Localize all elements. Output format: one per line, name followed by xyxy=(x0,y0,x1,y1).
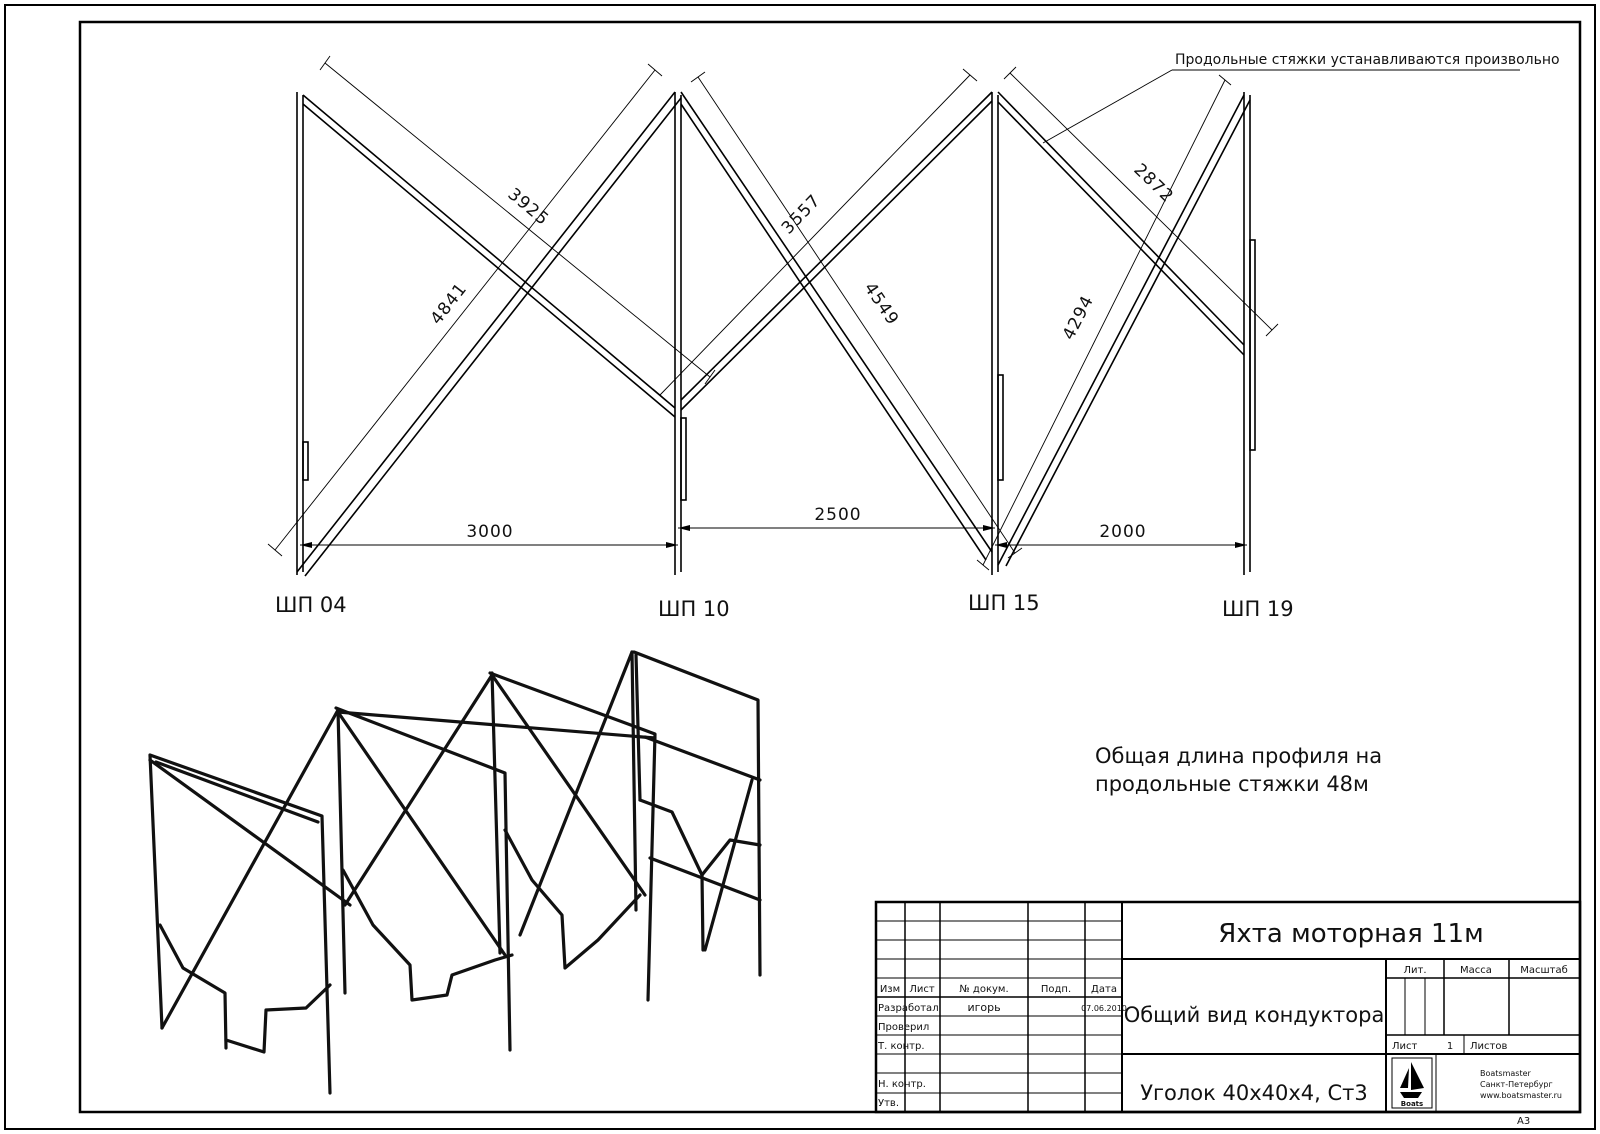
mass-label: Масса xyxy=(1460,965,1492,976)
format-label: А3 xyxy=(1517,1116,1530,1127)
sheets-label: Листов xyxy=(1470,1041,1507,1052)
company-city: Санкт-Петербург xyxy=(1480,1080,1553,1089)
date-value: 07.06.2010 xyxy=(1081,1004,1127,1013)
project-title: Яхта моторная 11м xyxy=(1218,919,1483,949)
dim-diag-3925: 3925 xyxy=(504,184,553,230)
frame-label-shp10: ШП 10 xyxy=(658,597,730,621)
col-signature: Подп. xyxy=(1041,984,1071,995)
outer-border xyxy=(4,4,1596,1130)
col-date: Дата xyxy=(1091,984,1117,995)
boatsmaster-logo: Boats xyxy=(1391,1057,1433,1109)
brace-diagonals xyxy=(296,91,1251,577)
iso-frame-2 xyxy=(336,708,347,995)
dim-diag-4294: 4294 xyxy=(1059,292,1098,343)
profile-note-line1: Общая длина профиля на xyxy=(1095,744,1382,768)
company-name: Boatsmaster xyxy=(1480,1069,1532,1078)
dimension-lines xyxy=(267,55,1520,571)
frame-post-shp04 xyxy=(296,92,309,575)
role-tech-control: Т. контр. xyxy=(877,1041,925,1052)
frame-post-shp10 xyxy=(674,92,687,575)
isometric-view xyxy=(148,650,762,1095)
frame-label-shp19: ШП 19 xyxy=(1222,597,1294,621)
dim-diag-4841: 4841 xyxy=(427,279,472,329)
title-block-text: Яхта моторная 11м Общий вид кондуктора У… xyxy=(877,919,1568,1127)
profile-note-line2: продольные стяжки 48м xyxy=(1095,772,1369,796)
top-view xyxy=(267,55,1520,577)
role-approved: Утв. xyxy=(878,1098,899,1109)
lit-label: Лит. xyxy=(1403,965,1426,976)
scale-label: Масштаб xyxy=(1520,965,1568,976)
role-norm-control: Н. контр. xyxy=(878,1079,926,1090)
dim-diag-2872: 2872 xyxy=(1130,160,1178,207)
role-developed: Разработал xyxy=(878,1003,939,1014)
dimension-arrows xyxy=(300,525,1247,548)
iso-brace-1 xyxy=(160,708,340,1030)
frame-post-shp15 xyxy=(991,92,1004,575)
dim-bay-2: 2500 xyxy=(814,505,861,525)
col-doc-no: № докум. xyxy=(959,984,1008,995)
dim-diag-3557: 3557 xyxy=(778,191,825,239)
iso-frame-3 xyxy=(490,671,502,955)
dimension-labels: 3000 2500 2000 4841 3925 3557 4549 4294 … xyxy=(427,160,1178,542)
dim-bay-1: 3000 xyxy=(466,522,513,542)
iso-frame-4 xyxy=(630,650,638,912)
company-site: www.boatsmaster.ru xyxy=(1480,1091,1562,1100)
frame-post-shp19 xyxy=(1243,92,1256,575)
inner-frame xyxy=(78,20,1582,1114)
sheet-label: Лист xyxy=(1392,1041,1418,1052)
iso-frame-1 xyxy=(148,753,332,1095)
dim-bay-3: 2000 xyxy=(1099,522,1146,542)
leader-note: Продольные стяжки устанавливаются произв… xyxy=(1175,52,1560,68)
frame-labels: ШП 04 ШП 10 ШП 15 ШП 19 xyxy=(275,591,1294,621)
col-change: Изм xyxy=(880,984,900,995)
dim-diag-4549: 4549 xyxy=(860,279,903,329)
col-sheet: Лист xyxy=(909,984,935,995)
iso-brace-2 xyxy=(148,758,352,907)
role-checked: Проверил xyxy=(878,1022,929,1033)
material-spec: Уголок 40х40х4, Ст3 xyxy=(1140,1081,1368,1105)
frame-label-shp15: ШП 15 xyxy=(968,591,1040,615)
sheet-number: 1 xyxy=(1447,1041,1453,1052)
developer-name: игорь xyxy=(967,1001,1000,1014)
drawing-name: Общий вид кондуктора xyxy=(1124,1003,1385,1027)
logo-wordmark: Boats xyxy=(1401,1100,1423,1108)
title-block xyxy=(874,900,1582,1114)
frame-label-shp04: ШП 04 xyxy=(275,593,347,617)
